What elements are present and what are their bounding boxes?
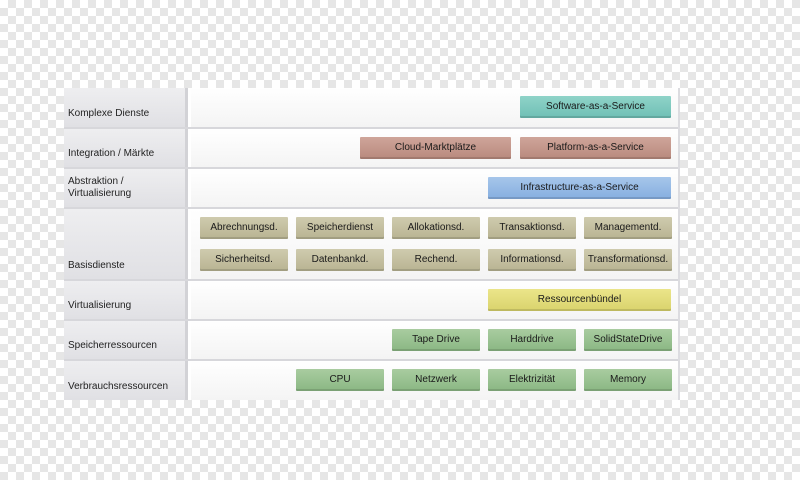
box-memory: Memory <box>584 369 672 391</box>
layer-content: Tape Drive Harddrive SolidStateDrive <box>191 321 680 359</box>
box-managementd: Managementd. <box>584 217 672 239</box>
layer-separator <box>64 319 680 321</box>
layer-virtualization: Virtualisierung Ressourcenbündel <box>64 281 680 319</box>
layer-storage-resources: Speicherressourcen Tape Drive Harddrive … <box>64 321 680 359</box>
layer-label-cell: Integration / Märkte <box>64 129 188 167</box>
diagram-frame-edge <box>678 88 680 400</box>
layer-complex-services: Komplexe Dienste Software-as-a-Service <box>64 88 680 127</box>
box-abrechnungsd: Abrechnungsd. <box>200 217 288 239</box>
layer-content: Software-as-a-Service <box>191 88 680 127</box>
layer-separator <box>64 359 680 361</box>
box-ressourcenbuendel: Ressourcenbündel <box>488 289 671 311</box>
box-allokationsd: Allokationsd. <box>392 217 480 239</box>
box-netzwerk: Netzwerk <box>392 369 480 391</box>
cloud-layer-diagram: Komplexe Dienste Software-as-a-Service I… <box>64 88 680 400</box>
layer-label: Virtualisierung <box>68 300 132 311</box>
box-datenbankd: Datenbankd. <box>296 249 384 271</box>
layer-separator <box>64 167 680 169</box>
box-transaktionsd: Transaktionsd. <box>488 217 576 239</box>
layer-label-cell: Verbrauchsressourcen <box>64 361 188 400</box>
box-tape-drive: Tape Drive <box>392 329 480 351</box>
layer-label: Speicherressourcen <box>68 340 157 351</box>
layer-base-services: Basisdienste Abrechnungsd. Speicherdiens… <box>64 209 680 279</box>
layer-content: Cloud-Marktplätze Platform-as-a-Service <box>191 129 680 167</box>
box-cpu: CPU <box>296 369 384 391</box>
box-solidstatedrive: SolidStateDrive <box>584 329 672 351</box>
layer-content: CPU Netzwerk Elektrizität Memory <box>191 361 680 400</box>
layer-label-cell: Virtualisierung <box>64 281 188 319</box>
layer-label: Verbrauchsressourcen <box>68 381 169 392</box>
layer-label: Basisdienste <box>68 260 125 271</box>
box-elektrizitaet: Elektrizität <box>488 369 576 391</box>
layer-separator <box>64 127 680 129</box>
layer-label: Abstraktion / Virtualisierung <box>68 176 132 199</box>
box-rechend: Rechend. <box>392 249 480 271</box>
box-platform-as-a-service: Platform-as-a-Service <box>520 137 671 159</box>
box-infrastructure-as-a-service: Infrastructure-as-a-Service <box>488 177 671 199</box>
box-speicherdienst: Speicherdienst <box>296 217 384 239</box>
layer-content: Abrechnungsd. Speicherdienst Allokations… <box>191 209 680 279</box>
box-cloud-marktplaetze: Cloud-Marktplätze <box>360 137 511 159</box>
box-harddrive: Harddrive <box>488 329 576 351</box>
layer-integration: Integration / Märkte Cloud-Marktplätze P… <box>64 129 680 167</box>
layer-content: Infrastructure-as-a-Service <box>191 169 680 207</box>
box-transformationsd: Transformationsd. <box>584 249 672 271</box>
layer-abstraction: Abstraktion / Virtualisierung Infrastruc… <box>64 169 680 207</box>
box-software-as-a-service: Software-as-a-Service <box>520 96 671 118</box>
layer-label-cell: Abstraktion / Virtualisierung <box>64 169 188 207</box>
layer-separator <box>64 279 680 281</box>
box-sicherheitsd: Sicherheitsd. <box>200 249 288 271</box>
layer-separator <box>64 207 680 209</box>
layer-content: Ressourcenbündel <box>191 281 680 319</box>
layer-consumption-resources: Verbrauchsressourcen CPU Netzwerk Elektr… <box>64 361 680 400</box>
layer-label: Integration / Märkte <box>68 148 155 159</box>
layer-label-cell: Basisdienste <box>64 209 188 279</box>
layer-label-cell: Komplexe Dienste <box>64 88 188 127</box>
layer-label-cell: Speicherressourcen <box>64 321 188 359</box>
box-informationsd: Informationsd. <box>488 249 576 271</box>
layer-label: Komplexe Dienste <box>68 108 150 119</box>
